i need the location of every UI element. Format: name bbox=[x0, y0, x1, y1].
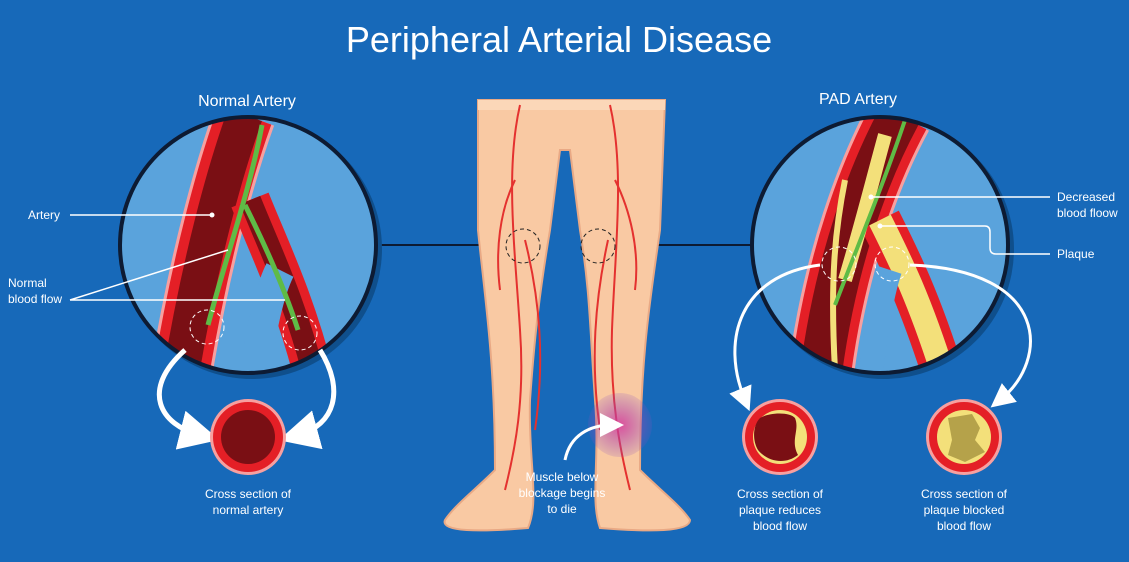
artery-label: Artery bbox=[28, 208, 60, 222]
muscle-label-line2: blockage begins bbox=[519, 486, 606, 500]
decreased-flow-label-line1: Decreased bbox=[1057, 190, 1115, 204]
decreased-flow-label-line2: blood floow bbox=[1057, 206, 1118, 220]
plaque-label: Plaque bbox=[1057, 247, 1095, 261]
reduced-label-line3: blood flow bbox=[753, 519, 807, 533]
blocked-label-line3: blood flow bbox=[937, 519, 991, 533]
pad-artery-heading: PAD Artery bbox=[819, 91, 897, 108]
reduced-label-line1: Cross section of bbox=[737, 487, 824, 501]
normal-cross-label-line1: Cross section of bbox=[205, 487, 292, 501]
muscle-label-line3: to die bbox=[547, 502, 577, 516]
leg-zoom-ring-right bbox=[580, 228, 616, 264]
normal-artery-magnified bbox=[118, 115, 382, 379]
normal-flow-label-line1: Normal bbox=[8, 276, 47, 290]
blocked-flow-cross-section bbox=[926, 399, 1002, 475]
arrow-right bbox=[278, 348, 337, 450]
normal-artery-heading: Normal Artery bbox=[198, 93, 296, 110]
normal-flow-label-line2: blood flow bbox=[8, 292, 62, 306]
muscle-label-line1: Muscle below bbox=[526, 470, 599, 484]
normal-zoom-ring-right bbox=[282, 315, 318, 351]
arrow-left bbox=[156, 348, 220, 450]
leg-zoom-ring-left bbox=[505, 228, 541, 264]
reduced-label-line2: plaque reduces bbox=[739, 503, 821, 517]
normal-cross-section bbox=[210, 399, 286, 475]
dying-muscle-highlight bbox=[588, 393, 652, 457]
blocked-label-line2: plaque blocked bbox=[924, 503, 1005, 517]
normal-zoom-ring-left bbox=[189, 309, 225, 345]
normal-cross-label-line2: normal artery bbox=[213, 503, 284, 517]
blocked-label-line1: Cross section of bbox=[921, 487, 1008, 501]
page-title: Peripheral Arterial Disease bbox=[346, 19, 772, 60]
pad-artery-magnified bbox=[750, 115, 1014, 379]
legs-illustration bbox=[443, 99, 692, 532]
reduced-flow-cross-section bbox=[742, 399, 818, 475]
